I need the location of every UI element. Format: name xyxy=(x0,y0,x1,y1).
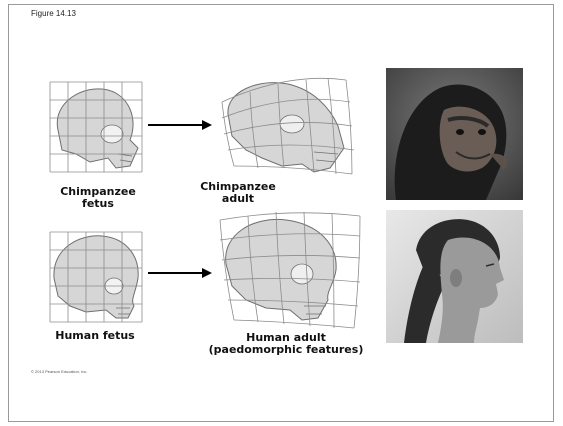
arrow-bottom xyxy=(148,267,214,279)
figure-label: Figure 14.13 xyxy=(31,9,76,18)
human-fetus-label-text: Human fetus xyxy=(55,329,134,342)
human-adult-label: Human adult (paedomorphic features) xyxy=(206,332,366,356)
human-adult-label-line2: (paedomorphic features) xyxy=(209,343,364,356)
human-profile-photo xyxy=(386,210,523,343)
chimpanzee-photo xyxy=(386,68,523,200)
chimp-fetus-skull-grid xyxy=(46,78,146,178)
arrow-top xyxy=(148,119,214,131)
chimp-fetus-label: Chimpanzee fetus xyxy=(56,186,140,210)
copyright-notice: © 2013 Pearson Education, Inc. xyxy=(31,369,88,374)
chimp-adult-label: Chimpanzee adult xyxy=(196,181,280,205)
chimp-adult-label-line2: adult xyxy=(222,192,254,205)
human-adult-skull-grid xyxy=(214,208,364,334)
human-fetus-label: Human fetus xyxy=(40,330,150,342)
chimp-fetus-label-line2: fetus xyxy=(82,197,114,210)
chimp-adult-skull-grid xyxy=(218,68,358,188)
human-fetus-skull-grid xyxy=(46,228,146,328)
